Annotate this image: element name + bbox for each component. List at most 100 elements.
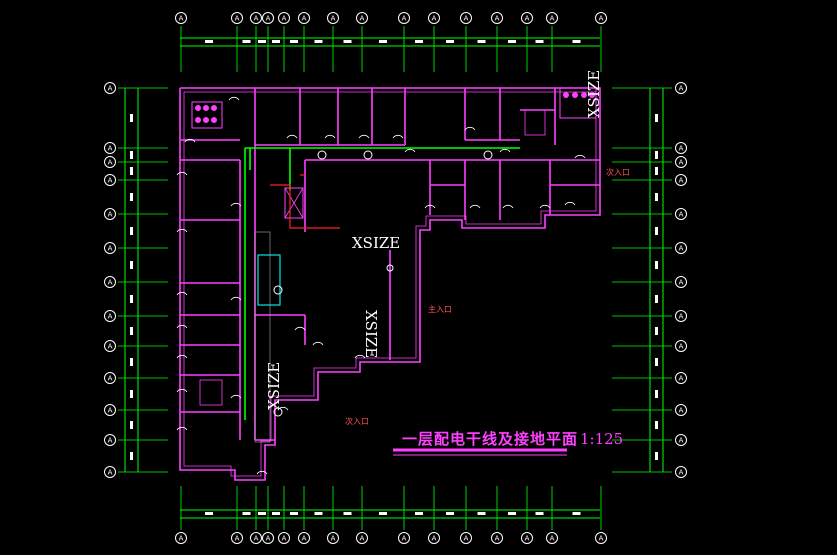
xsize-label-1: XSIZE xyxy=(352,234,401,252)
grid-bubble-top: A xyxy=(491,12,503,24)
drawing-title: 一层配电干线及接地平面 xyxy=(402,430,579,448)
grid-bubble-top: A xyxy=(460,12,472,24)
grid-extension-lines xyxy=(118,26,672,530)
xsize-label-2: XSIZE xyxy=(362,310,380,359)
svg-text:A: A xyxy=(108,279,113,287)
grid-bubble-left: A xyxy=(104,372,116,384)
grid-bubble-top: A xyxy=(546,12,558,24)
red-lines xyxy=(270,174,340,229)
grid-bubble-top: A xyxy=(327,12,339,24)
grid-bubble-right: A xyxy=(675,276,687,288)
grid-bubble-left: A xyxy=(104,434,116,446)
building-walls xyxy=(179,87,601,481)
xsize-label-3: XSIZE xyxy=(585,69,603,118)
grid-bubble-bottom: A xyxy=(327,532,339,544)
svg-text:A: A xyxy=(108,85,113,93)
grid-bubble-top: A xyxy=(595,12,607,24)
second-entrance-label: 次入口 xyxy=(345,417,369,426)
svg-text:A: A xyxy=(235,15,240,23)
grid-bubble-bottom: A xyxy=(278,532,290,544)
grid-bubble-right: A xyxy=(675,142,687,154)
grid-bubble-bottom: A xyxy=(428,532,440,544)
grid-bubble-right: A xyxy=(675,310,687,322)
svg-text:A: A xyxy=(679,407,684,415)
svg-text:A: A xyxy=(179,15,184,23)
grid-bubble-top: A xyxy=(428,12,440,24)
svg-text:A: A xyxy=(550,535,555,543)
svg-text:A: A xyxy=(282,15,287,23)
grid-bubble-top: A xyxy=(262,12,274,24)
svg-text:A: A xyxy=(599,15,604,23)
grid-bubble-top: A xyxy=(398,12,410,24)
svg-text:A: A xyxy=(331,15,336,23)
grid-bubble-bottom: A xyxy=(262,532,274,544)
svg-text:A: A xyxy=(302,15,307,23)
grid-bubble-left: A xyxy=(104,82,116,94)
svg-text:A: A xyxy=(331,535,336,543)
svg-text:A: A xyxy=(108,145,113,153)
svg-text:A: A xyxy=(108,469,113,477)
toilet-fixtures xyxy=(191,87,597,129)
svg-text:A: A xyxy=(108,211,113,219)
svg-text:A: A xyxy=(679,279,684,287)
svg-text:A: A xyxy=(266,535,271,543)
svg-text:A: A xyxy=(679,159,684,167)
grid-bubble-left: A xyxy=(104,404,116,416)
xsize-label-4: XSIZE xyxy=(265,361,283,410)
dimension-text xyxy=(130,40,658,515)
svg-text:A: A xyxy=(402,15,407,23)
svg-text:A: A xyxy=(464,15,469,23)
grid-bubble-right: A xyxy=(675,434,687,446)
svg-text:A: A xyxy=(679,177,684,185)
door-swings xyxy=(176,96,586,475)
svg-text:A: A xyxy=(108,343,113,351)
grid-bubble-bottom: A xyxy=(460,532,472,544)
svg-text:A: A xyxy=(235,535,240,543)
svg-text:A: A xyxy=(282,535,287,543)
trunk-lines xyxy=(244,147,520,420)
svg-text:A: A xyxy=(495,15,500,23)
svg-text:A: A xyxy=(679,245,684,253)
grid-bubble-right: A xyxy=(675,156,687,168)
svg-text:A: A xyxy=(302,535,307,543)
svg-text:A: A xyxy=(550,15,555,23)
grid-bubble-right: A xyxy=(675,466,687,478)
svg-text:A: A xyxy=(402,535,407,543)
svg-text:A: A xyxy=(464,535,469,543)
svg-text:A: A xyxy=(679,145,684,153)
cyan-shaft xyxy=(257,254,281,306)
grid-bubble-left: A xyxy=(104,174,116,186)
svg-text:A: A xyxy=(525,535,530,543)
grid-bubble-right: A xyxy=(675,404,687,416)
grid-bubble-bottom: A xyxy=(521,532,533,544)
grid-bubble-bottom: A xyxy=(356,532,368,544)
svg-text:A: A xyxy=(679,313,684,321)
svg-text:A: A xyxy=(254,535,259,543)
dimension-lines xyxy=(124,37,664,519)
svg-text:A: A xyxy=(108,159,113,167)
drawing-scale: 1:125 xyxy=(580,430,624,448)
grid-bubble-top: A xyxy=(521,12,533,24)
svg-text:A: A xyxy=(525,15,530,23)
grid-bubble-left: A xyxy=(104,142,116,154)
svg-text:A: A xyxy=(108,177,113,185)
svg-text:A: A xyxy=(108,437,113,445)
grid-bubble-left: A xyxy=(104,340,116,352)
grid-bubble-right: A xyxy=(675,340,687,352)
svg-text:A: A xyxy=(360,15,365,23)
grid-bubble-bottom: A xyxy=(546,532,558,544)
grid-bubble-left: A xyxy=(104,242,116,254)
grid-bubble-right: A xyxy=(675,82,687,94)
svg-text:A: A xyxy=(432,15,437,23)
grid-bubble-top: A xyxy=(175,12,187,24)
grid-bubble-top: A xyxy=(231,12,243,24)
grid-bubble-bottom: A xyxy=(175,532,187,544)
svg-text:A: A xyxy=(108,407,113,415)
svg-text:A: A xyxy=(599,535,604,543)
svg-text:A: A xyxy=(108,375,113,383)
grid-bubble-left: A xyxy=(104,208,116,220)
svg-text:A: A xyxy=(108,245,113,253)
grid-bubble-bottom: A xyxy=(595,532,607,544)
